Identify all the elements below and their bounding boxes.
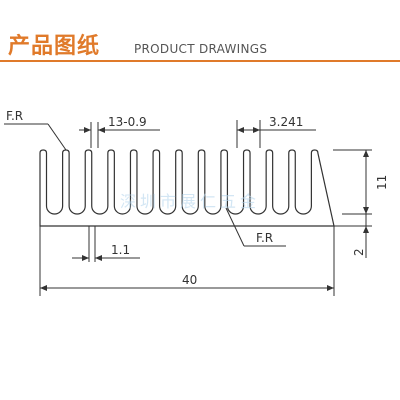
header: 产品图纸 PRODUCT DRAWINGS [0,0,400,80]
base-thickness-label: 2 [352,248,366,256]
arrow-head [40,285,47,291]
arrow-head [95,255,102,261]
fin-radius-callout-bottom [225,207,286,247]
page-title: 产品图纸 [8,34,101,59]
arrow-head [84,127,91,133]
arrow-head [363,150,369,157]
arrow-head [237,127,244,133]
arrow-head [98,127,105,133]
fin-pitch-dimension [236,120,316,148]
fin-pitch-label: 3.241 [269,115,303,129]
header-divider [0,60,400,62]
arrow-head [82,255,89,261]
arrow-head [253,127,260,133]
overall-width-dimension [39,226,335,296]
fin-thickness-dimension [72,226,140,262]
overall-width-label: 40 [182,273,197,287]
fin-spacing-label: 13-0.9 [108,115,147,129]
base-thickness-dimension [334,214,372,258]
heatsink-profile [39,149,335,227]
arrow-head [363,207,369,214]
page-subtitle: PRODUCT DRAWINGS [134,42,268,56]
fin-radius-label-top: F.R [6,109,23,123]
watermark-text: 深圳市展仁五金 [120,192,260,211]
arrow-head [363,226,369,233]
arrow-head [327,285,334,291]
fin-height-label: 11 [375,175,389,190]
fin-radius-callout-top [4,123,67,151]
fin-height-dimension [333,149,372,215]
fin-radius-label-bottom: F.R [256,231,273,245]
fin-thickness-label: 1.1 [111,243,130,257]
